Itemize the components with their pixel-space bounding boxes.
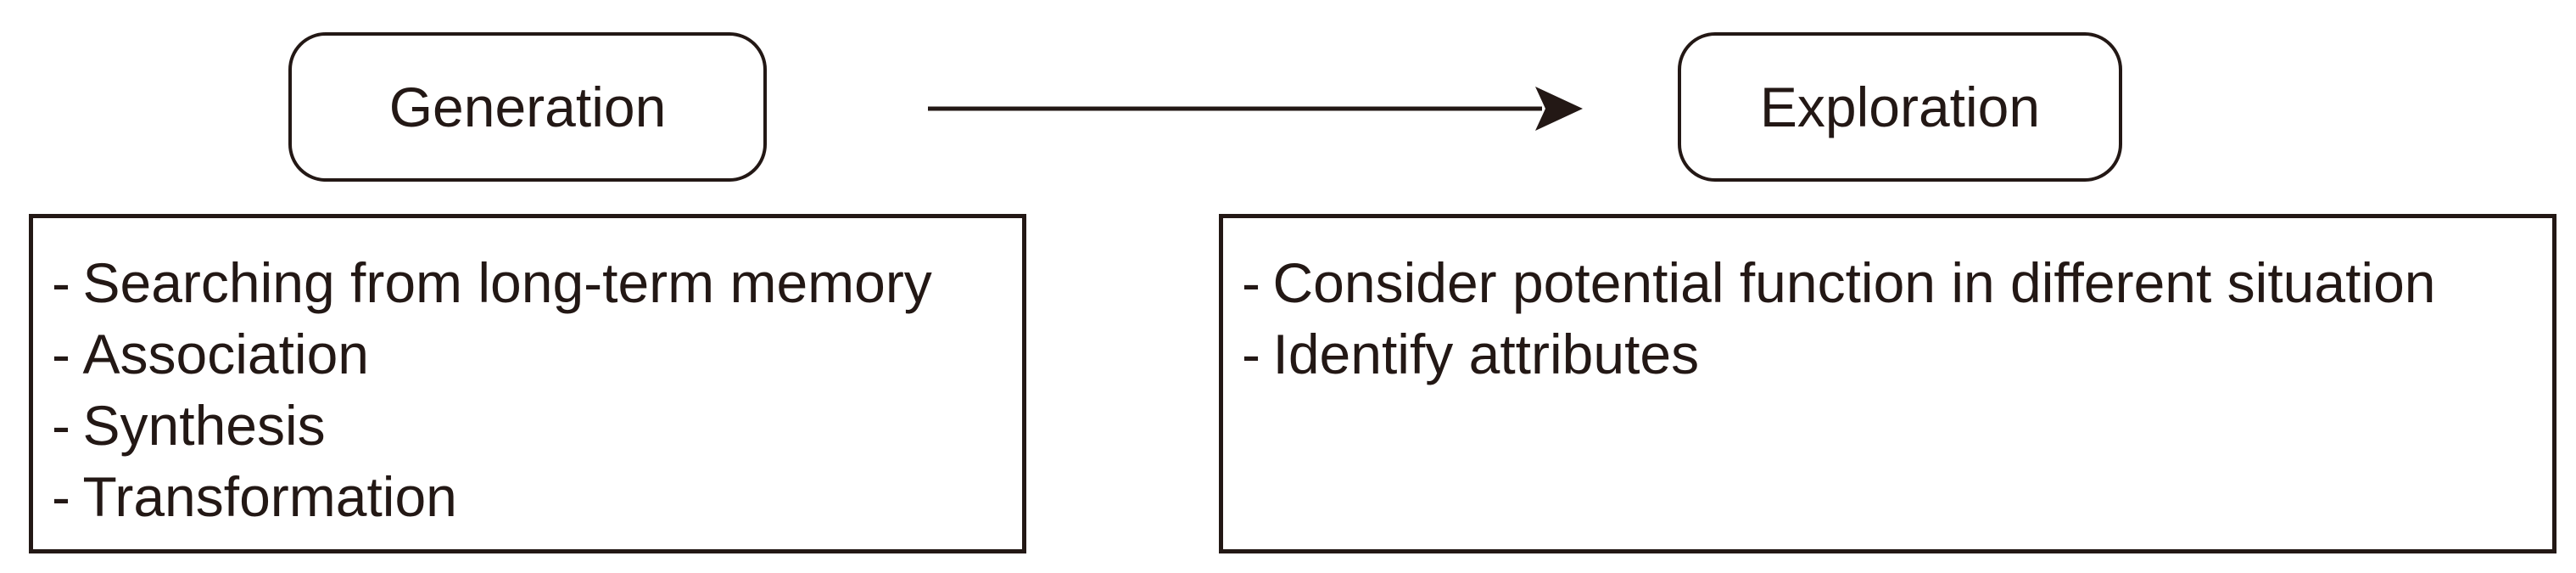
generation-stage-box: Generation bbox=[288, 32, 767, 182]
generation-stage-label: Generation bbox=[388, 76, 667, 138]
arrow-right-icon bbox=[928, 87, 1583, 131]
generation-detail-box: -Searching from long-term memory -Associ… bbox=[29, 214, 1026, 553]
list-item-text: Consider potential function in different… bbox=[1272, 251, 2436, 314]
generation-item-list: -Searching from long-term memory -Associ… bbox=[52, 247, 1022, 532]
list-item-text: Synthesis bbox=[82, 394, 326, 457]
list-item: -Searching from long-term memory bbox=[52, 251, 932, 314]
list-item: -Consider potential function in differen… bbox=[1242, 251, 2436, 314]
list-item: -Synthesis bbox=[52, 394, 326, 457]
list-item-text: Association bbox=[82, 323, 370, 385]
list-item: -Association bbox=[52, 323, 370, 385]
exploration-stage-label: Exploration bbox=[1759, 76, 2041, 138]
list-item-text: Searching from long-term memory bbox=[82, 251, 932, 314]
list-item: -Transformation bbox=[52, 465, 457, 528]
exploration-item-list: -Consider potential function in differen… bbox=[1242, 247, 2552, 390]
list-item-text: Identify attributes bbox=[1272, 323, 1700, 385]
list-item: -Identify attributes bbox=[1242, 323, 1700, 385]
exploration-stage-box: Exploration bbox=[1678, 32, 2122, 182]
exploration-detail-box: -Consider potential function in differen… bbox=[1219, 214, 2556, 553]
list-item-text: Transformation bbox=[82, 465, 457, 528]
